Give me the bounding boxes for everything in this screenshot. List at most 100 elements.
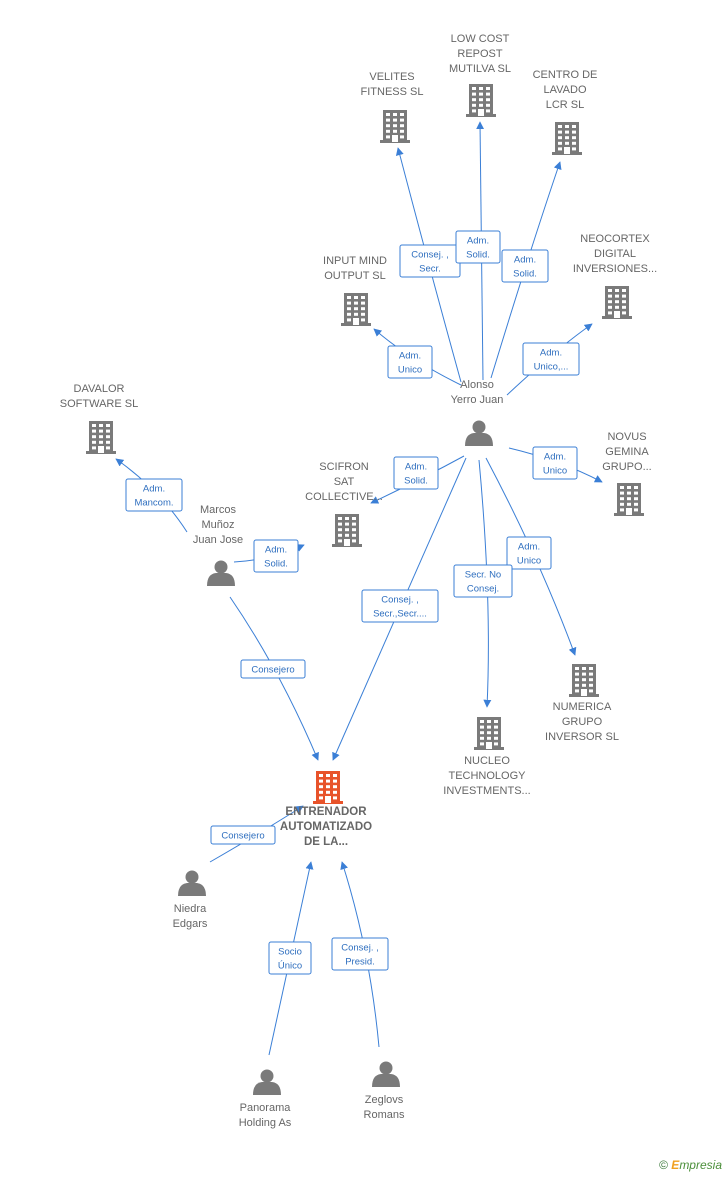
edge-label-text: Consej. ,Presid. xyxy=(341,943,379,968)
edge-label-text: Adm.Unico,... xyxy=(534,348,569,373)
edge-label-text: Adm.Solid. xyxy=(404,462,428,487)
edge-label-alonso-velites[interactable]: Consej. ,Secr. xyxy=(399,244,461,278)
edge-label-box xyxy=(125,478,183,512)
edge-label-text: Adm.Solid. xyxy=(513,255,537,280)
edge-label-box xyxy=(210,825,276,845)
edge-label-alonso-centro[interactable]: Adm.Solid. xyxy=(501,249,549,283)
edge-label-alonso-scifron[interactable]: Adm.Solid. xyxy=(393,456,439,490)
person-icon xyxy=(178,870,206,896)
edge-label-box xyxy=(240,659,306,679)
edge-label-text: Consej. ,Secr. xyxy=(411,250,449,275)
edge-label-box xyxy=(268,941,312,975)
building-icon xyxy=(474,717,504,750)
edge-label-text: Adm.Solid. xyxy=(466,236,490,261)
edge-label-text: Consejero xyxy=(221,831,264,842)
building-icon xyxy=(313,771,343,804)
edge-label-text: Adm.Solid. xyxy=(264,545,288,570)
edge-label-alonso-neocortex[interactable]: Adm.Unico,... xyxy=(522,342,580,376)
edge-label-box xyxy=(532,446,578,480)
edge-label-box xyxy=(331,937,389,971)
edge-label-text: Adm.Unico xyxy=(398,351,422,376)
edge-label-box xyxy=(453,564,513,598)
edge-label-niedra-entrenador[interactable]: Consejero xyxy=(210,825,276,845)
copyright-symbol: © xyxy=(659,1158,668,1172)
edge-label-box xyxy=(501,249,549,283)
edge-label-box xyxy=(455,230,501,264)
empresia-credit[interactable]: © Empresia xyxy=(659,1158,722,1172)
edge-label-text: Consej. ,Secr.,Secr.... xyxy=(373,595,427,620)
edge-label-alonso-entrenador[interactable]: Consej. ,Secr.,Secr.... xyxy=(361,589,439,623)
edge-label-text: Adm.Mancom. xyxy=(134,484,173,509)
building-icon xyxy=(466,84,496,117)
edge-label-box xyxy=(253,539,299,573)
edge-label-marcos-davalor[interactable]: Adm.Mancom. xyxy=(125,478,183,512)
building-icon xyxy=(380,110,410,143)
building-icon xyxy=(602,286,632,319)
building-icon xyxy=(86,421,116,454)
edge-label-text: Adm.Unico xyxy=(517,542,541,567)
building-icon xyxy=(332,514,362,547)
edge-label-alonso-novus[interactable]: Adm.Unico xyxy=(532,446,578,480)
edge-label-box xyxy=(387,345,433,379)
person-icon xyxy=(253,1069,281,1095)
building-icon xyxy=(552,122,582,155)
edge-label-text: Adm.Unico xyxy=(543,452,567,477)
edge-label-box xyxy=(393,456,439,490)
edge-label-marcos-scifron[interactable]: Adm.Solid. xyxy=(253,539,299,573)
person-icon xyxy=(465,420,493,446)
edge-label-box xyxy=(506,536,552,570)
person-icon xyxy=(372,1061,400,1087)
edge-label-box xyxy=(522,342,580,376)
edge-label-text: Consejero xyxy=(251,665,294,676)
edge-label-alonso-inputmind[interactable]: Adm.Unico xyxy=(387,345,433,379)
edge-label-marcos-entrenador[interactable]: Consejero xyxy=(240,659,306,679)
building-icon xyxy=(341,293,371,326)
brand-name: Empresia xyxy=(671,1158,722,1172)
edge-label-alonso-numerica[interactable]: Adm.Unico xyxy=(506,536,552,570)
edge-label-alonso-lowcost[interactable]: Adm.Solid. xyxy=(455,230,501,264)
building-icon xyxy=(614,483,644,516)
edge-labels-layer: Consej. ,Secr. Adm.Solid. Adm.Solid. Adm.Un… xyxy=(125,230,580,975)
edge-label-box xyxy=(361,589,439,623)
building-icon xyxy=(569,664,599,697)
edge-label-zeglovs-entrenador[interactable]: Consej. ,Presid. xyxy=(331,937,389,971)
